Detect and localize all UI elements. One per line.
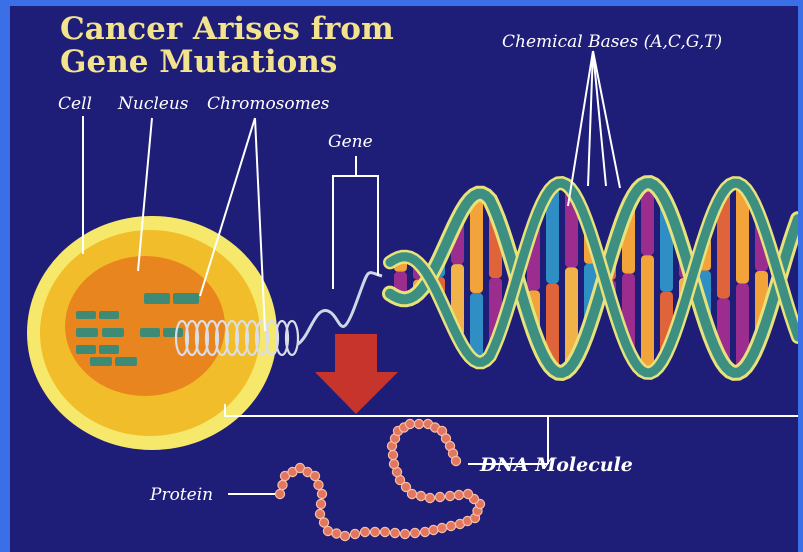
chromosome [140, 328, 160, 337]
amino-acid-bead [350, 529, 359, 538]
nucleus [65, 256, 225, 396]
amino-acid-bead [340, 531, 349, 540]
amino-acid-bead [360, 527, 369, 536]
amino-acid-bead [332, 529, 341, 538]
protein-chain [275, 419, 484, 540]
amino-acid-bead [319, 518, 328, 527]
chromosome [144, 293, 170, 304]
protein-label: Protein [149, 485, 213, 505]
amino-acid-bead [414, 419, 423, 428]
dna-bracket [225, 404, 798, 416]
amino-acid-bead [315, 509, 324, 518]
amino-acid-bead [314, 480, 323, 489]
amino-acid-bead [323, 526, 332, 535]
title-line-1: Cancer Arises from [60, 11, 394, 47]
chromosome [99, 345, 119, 354]
gene-label: Gene [328, 132, 373, 152]
bases-line-3 [593, 51, 606, 186]
amino-acid-bead [278, 480, 287, 489]
chromosome [173, 293, 199, 304]
amino-acid-bead [317, 489, 326, 498]
dna-molecule-label: DNA Molecule [479, 454, 633, 476]
unwinding-strand [298, 273, 382, 344]
amino-acid-bead [370, 527, 379, 536]
amino-acid-bead [420, 527, 429, 536]
amino-acid-bead [429, 525, 438, 534]
amino-acid-bead [454, 490, 463, 499]
dna-helix [390, 183, 798, 373]
amino-acid-bead [446, 521, 455, 530]
chromosome [163, 328, 183, 337]
base-pair-b [641, 255, 654, 373]
amino-acid-bead [405, 419, 414, 428]
diagram-canvas: Cancer Arises from Gene Mutations [10, 6, 798, 552]
chromosome [115, 357, 137, 366]
amino-acid-bead [390, 528, 399, 537]
amino-acid-bead [388, 450, 397, 459]
chromosome [76, 345, 96, 354]
title-line-2: Gene Mutations [60, 44, 337, 80]
amino-acid-bead [400, 529, 409, 538]
bases-line-4 [593, 51, 620, 188]
chemical-bases-label: Chemical Bases (A,C,G,T) [502, 32, 722, 52]
amino-acid-bead [463, 489, 472, 498]
amino-acid-bead [445, 491, 454, 500]
amino-acid-bead [380, 527, 389, 536]
amino-acid-bead [389, 459, 398, 468]
amino-acid-bead [410, 528, 419, 537]
amino-acid-bead [437, 523, 446, 532]
nucleus-label: Nucleus [117, 94, 189, 114]
chromosome [90, 357, 112, 366]
amino-acid-bead [451, 456, 460, 465]
amino-acid-bead [425, 493, 434, 502]
cell-label: Cell [58, 94, 92, 114]
chromosome [76, 328, 98, 337]
diagram-panel: Cancer Arises from Gene Mutations [10, 6, 798, 552]
amino-acid-bead [316, 499, 325, 508]
chromosome [102, 328, 124, 337]
amino-acid-bead [435, 492, 444, 501]
chromosomes-label: Chromosomes [207, 94, 330, 114]
amino-acid-bead [416, 491, 425, 500]
chromosome [99, 311, 119, 319]
amino-acid-bead [275, 489, 284, 498]
down-arrow-icon [315, 334, 398, 414]
amino-acid-bead [310, 471, 319, 480]
chromosome [76, 311, 96, 319]
cell [27, 216, 277, 450]
